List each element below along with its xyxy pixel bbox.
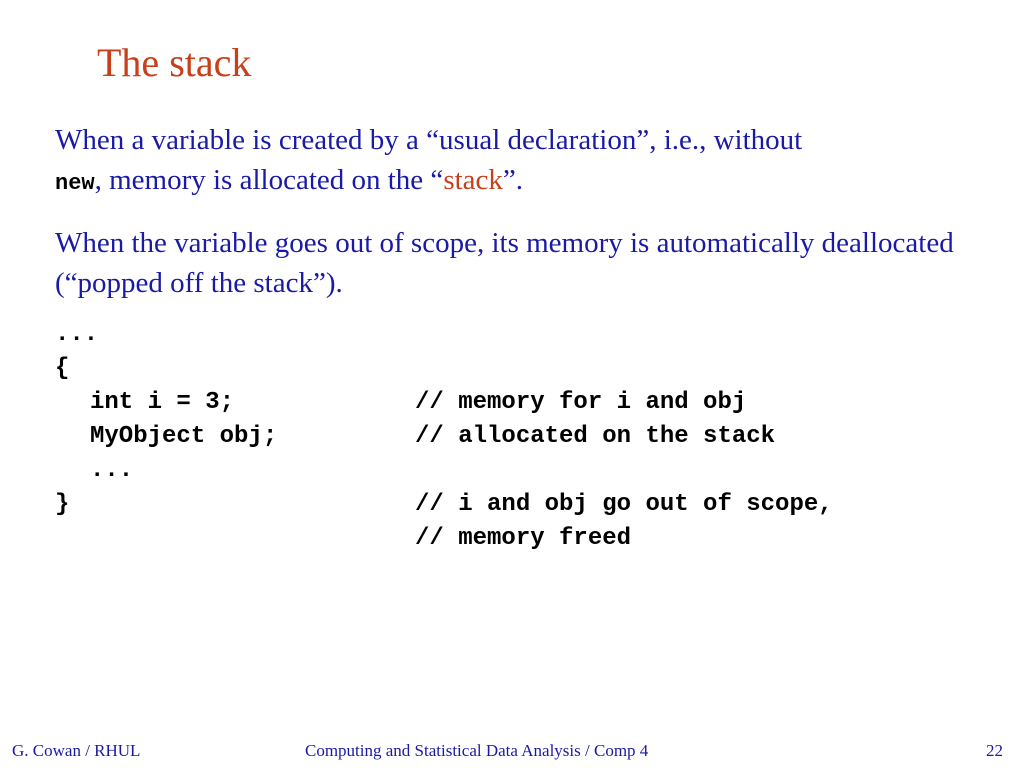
footer-course: Computing and Statistical Data Analysis … bbox=[305, 741, 649, 760]
code-block: ... { int i = 3; // memory for i and obj… bbox=[55, 318, 833, 556]
code-int-decl: int i = 3; bbox=[90, 389, 235, 416]
code-line-6: } // i and obj go out of scope, bbox=[55, 488, 833, 522]
code-comment-scope: // i and obj go out of scope, bbox=[415, 491, 833, 518]
code-object-decl: MyObject obj; bbox=[90, 423, 278, 450]
keyword-new: new bbox=[55, 171, 95, 196]
footer-author: G. Cowan / RHUL bbox=[12, 741, 141, 760]
footer-page-number: 22 bbox=[986, 741, 1003, 760]
paragraph-declaration-text-c: ”. bbox=[502, 164, 524, 196]
code-line-3: int i = 3; // memory for i and obj bbox=[55, 386, 746, 420]
slide-title: The stack bbox=[97, 40, 252, 85]
code-comment-freed: // memory freed bbox=[415, 525, 632, 552]
code-line-1: ... bbox=[55, 318, 113, 352]
highlight-stack: stack bbox=[443, 164, 503, 196]
code-close-brace: } bbox=[55, 491, 70, 518]
paragraph-scope: When the variable goes out of scope, its… bbox=[55, 227, 954, 299]
code-line-4: MyObject obj; // allocated on the stack bbox=[55, 420, 775, 454]
code-line-7: // memory freed bbox=[55, 522, 631, 556]
code-comment-allocated: // allocated on the stack bbox=[415, 423, 776, 450]
code-ellipsis-inner: ... bbox=[90, 457, 134, 484]
paragraph-declaration: When a variable is created by a “usual d… bbox=[55, 120, 995, 204]
code-comment-memory: // memory for i and obj bbox=[415, 389, 747, 416]
paragraph-declaration-text-a: When a variable is created by a “usual d… bbox=[55, 124, 803, 156]
code-ellipsis-top: ... bbox=[55, 321, 99, 348]
code-line-2: { bbox=[55, 352, 113, 386]
paragraph-declaration-text-b: , memory is allocated on the “ bbox=[94, 164, 444, 196]
code-line-5: ... bbox=[55, 454, 133, 488]
code-open-brace: { bbox=[55, 355, 70, 382]
